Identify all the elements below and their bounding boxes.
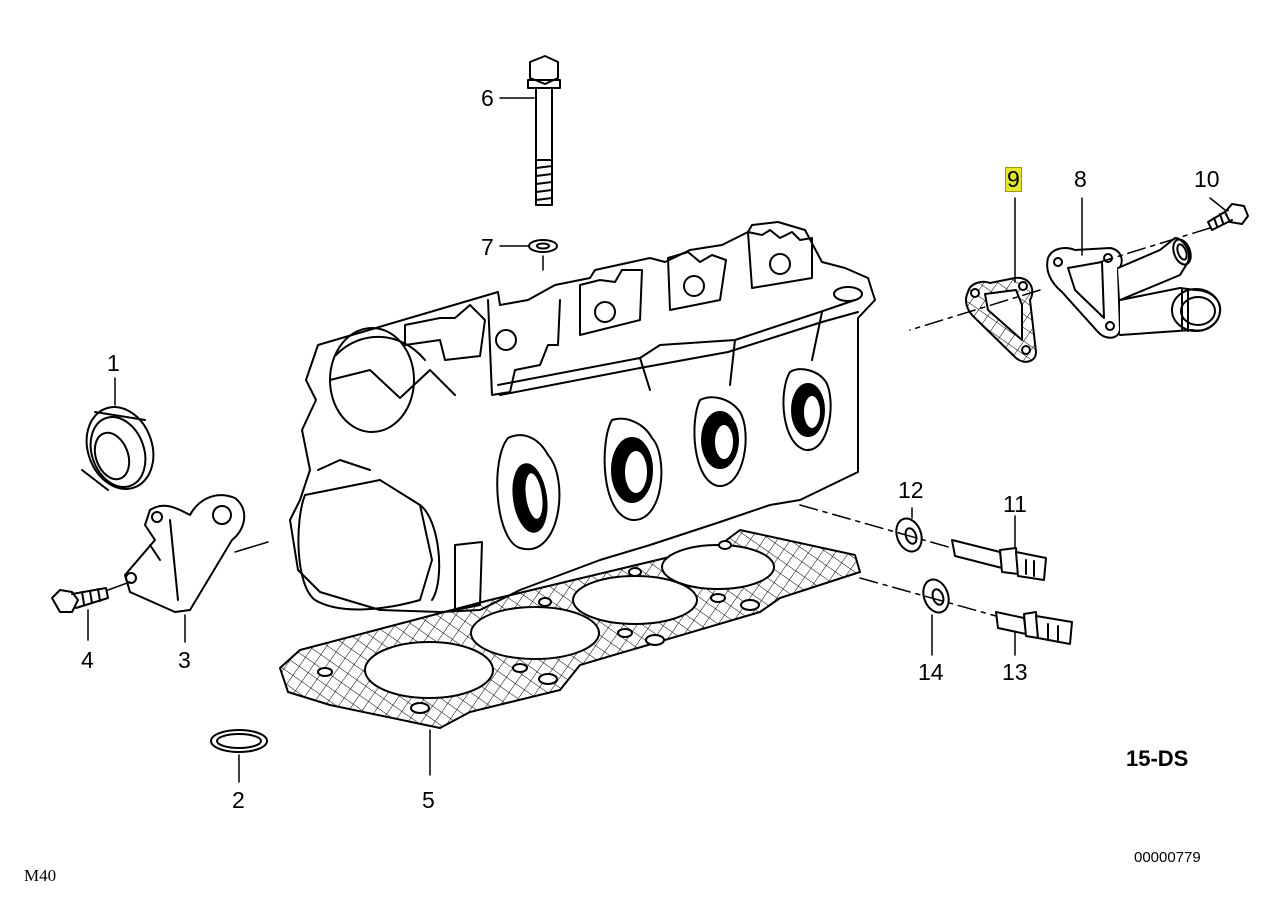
part-5-head-gasket: [279, 529, 861, 729]
cylinder-head: [289, 221, 876, 613]
callout-4: 4: [81, 647, 94, 673]
part-13-sensor: [995, 611, 1073, 645]
diagram-code: 15-DS: [1126, 746, 1189, 771]
part-10-bolt: [1207, 203, 1249, 231]
part-3-bracket: [124, 494, 246, 613]
callout-12: 12: [898, 477, 924, 503]
callout-7: 7: [481, 234, 494, 260]
part-14-sealing-washer: [922, 578, 950, 614]
reference-number: 00000779: [1134, 849, 1201, 866]
callout-14: 14: [918, 659, 944, 685]
callout-11: 11: [1003, 491, 1027, 517]
callout-1: 1: [107, 350, 120, 376]
callout-9-highlighted[interactable]: 9: [1005, 166, 1022, 192]
callout-3: 3: [178, 647, 191, 673]
callout-2: 2: [232, 787, 245, 813]
part-7-washer: [528, 239, 558, 253]
callout-13: 13: [1002, 659, 1028, 685]
callout-8: 8: [1074, 166, 1087, 192]
part-9-gasket: [965, 276, 1037, 363]
engine-model-label: M40: [24, 866, 57, 885]
part-4-bolt: [51, 587, 109, 613]
part-6-head-bolt: [527, 55, 561, 206]
part-11-sensor: [951, 539, 1047, 581]
part-2-o-ring: [210, 729, 268, 753]
callout-5: 5: [422, 787, 435, 813]
part-8-water-outlet: [1046, 237, 1222, 339]
callout-10: 10: [1194, 166, 1220, 192]
part-1-seal-ring: [81, 406, 155, 491]
callout-6: 6: [481, 85, 494, 111]
part-12-sealing-washer: [895, 517, 923, 553]
